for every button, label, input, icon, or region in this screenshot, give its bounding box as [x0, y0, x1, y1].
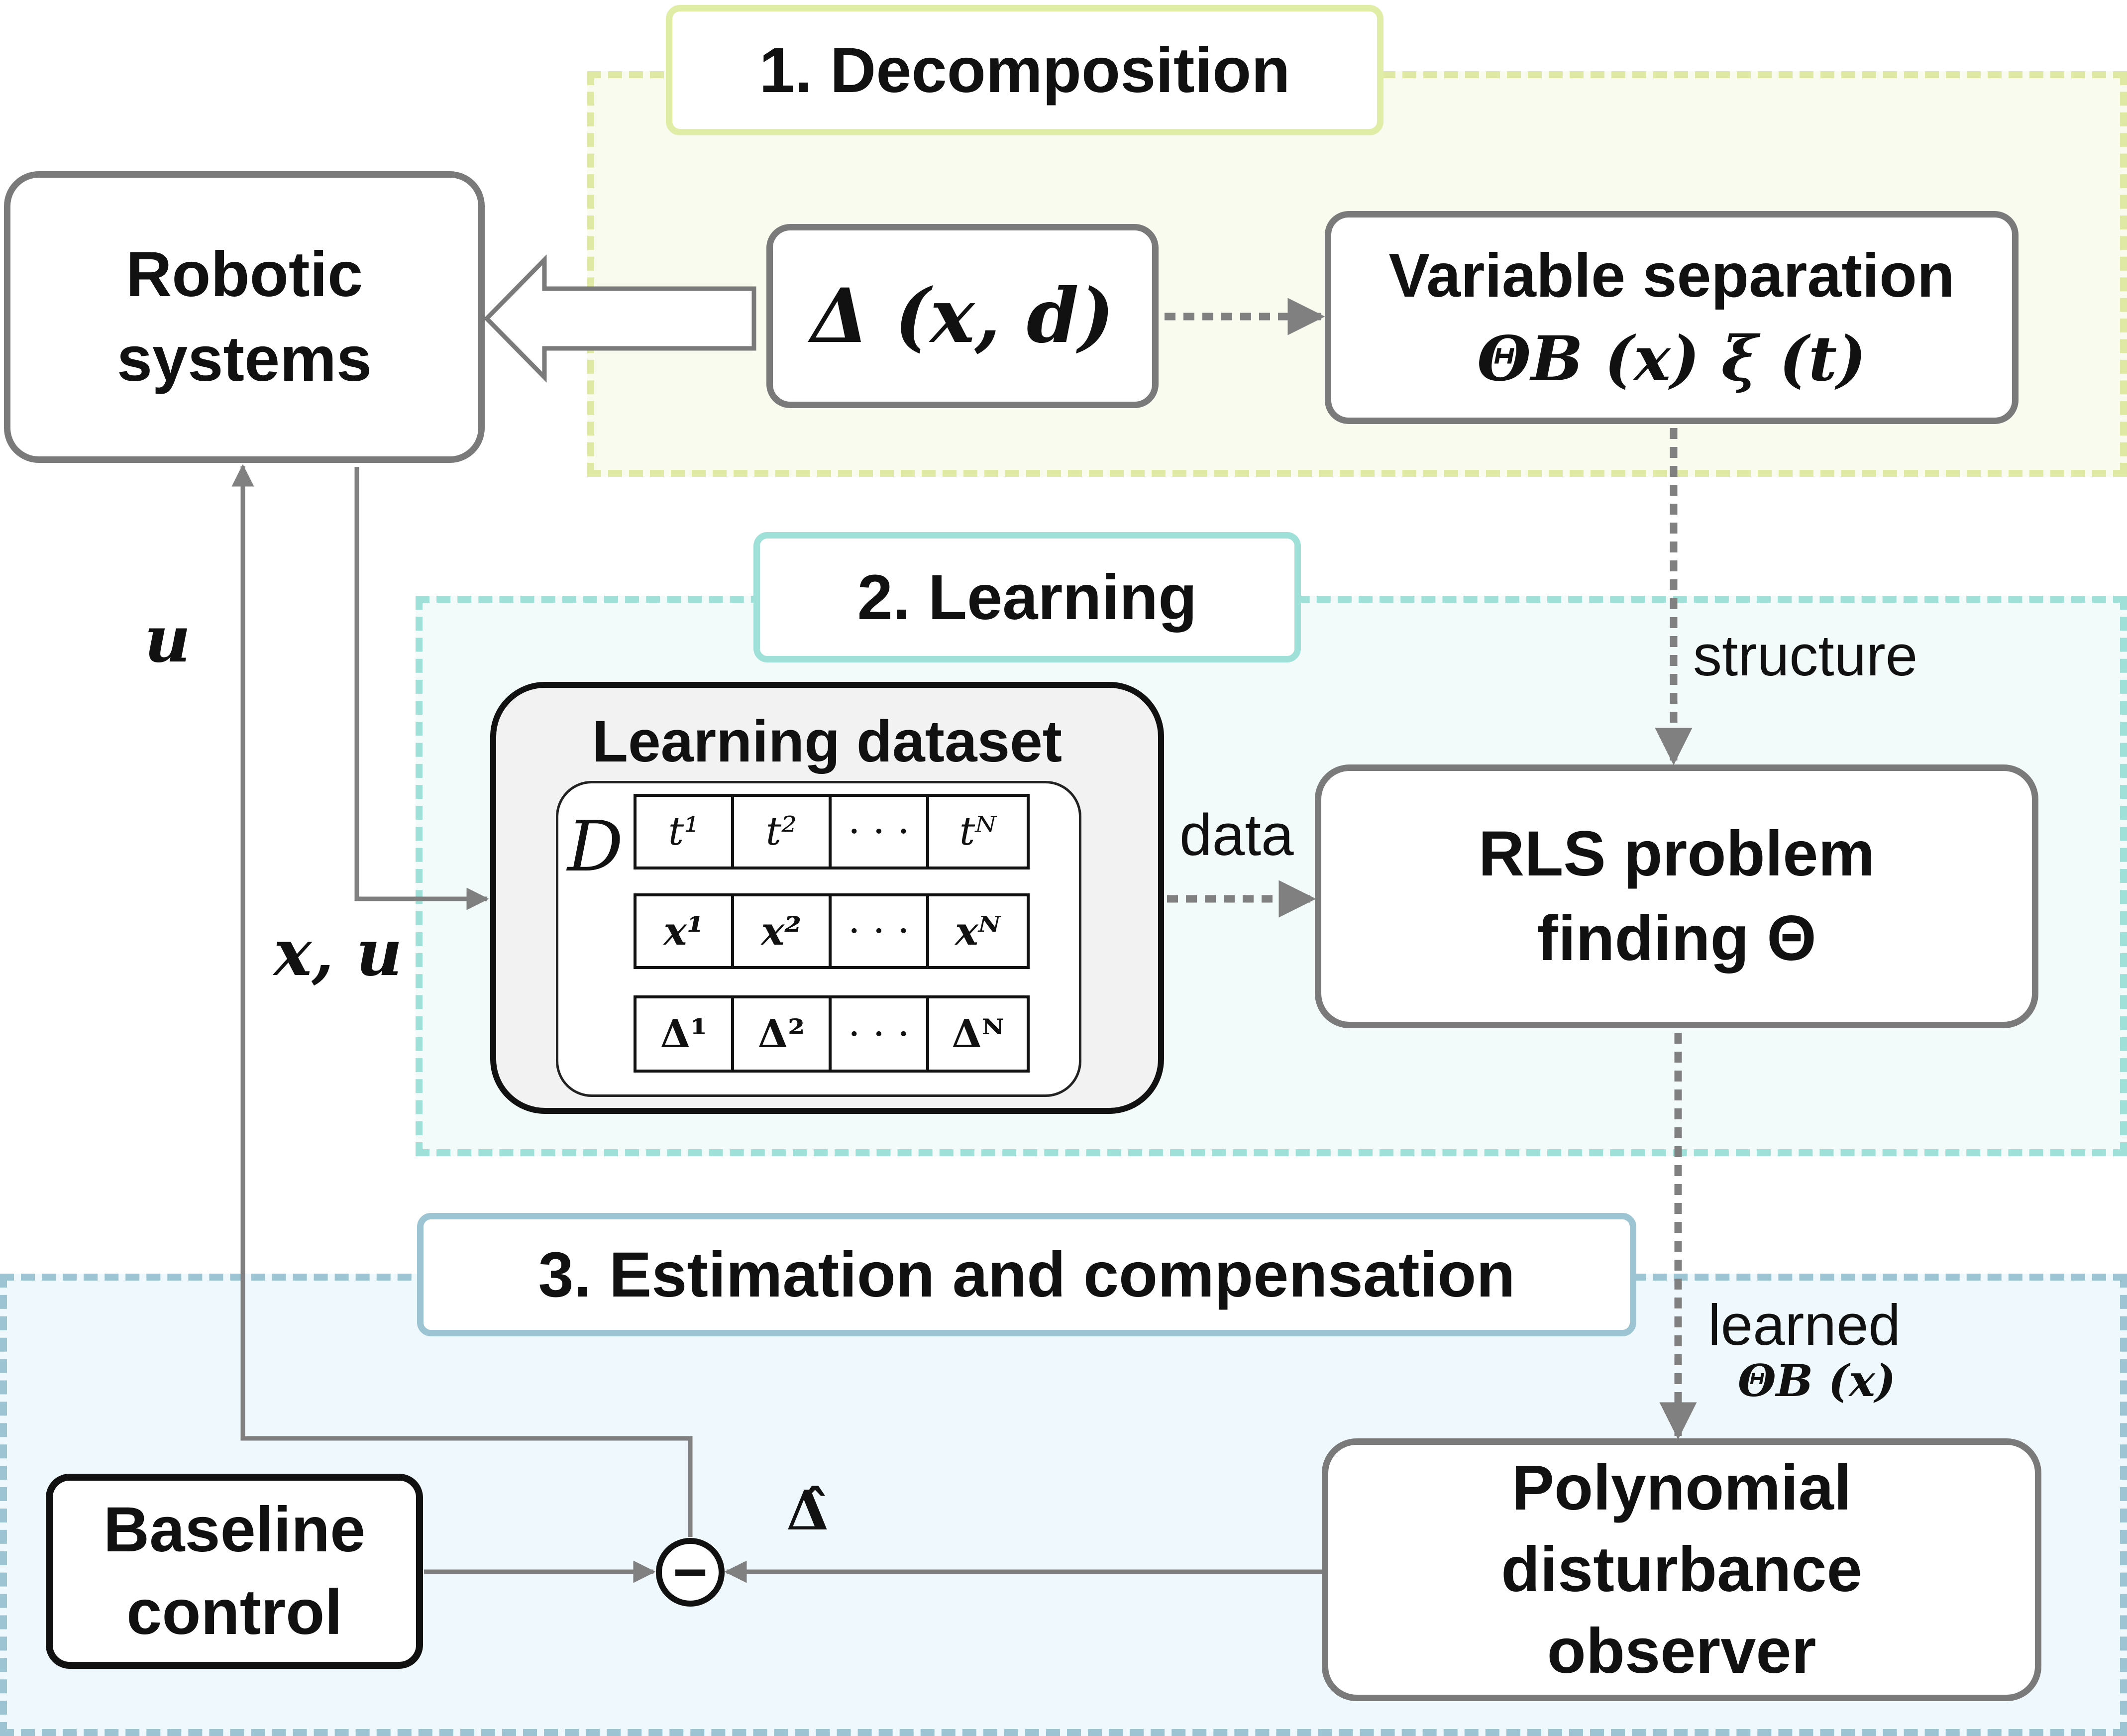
rls-line2: finding Θ	[1537, 903, 1816, 974]
dataset-cell: tᴺ	[959, 809, 997, 854]
observer-line1: Polynomial	[1511, 1452, 1852, 1524]
baseline-line1: Baseline	[103, 1494, 366, 1565]
label-structure: structure	[1693, 623, 1918, 688]
baseline-line2: control	[126, 1577, 342, 1648]
label-delta-hat: Δ̂	[786, 1478, 829, 1542]
rls-problem-box: RLS problem finding Θ	[1315, 764, 2038, 1028]
dataset-cell: t²	[734, 797, 832, 867]
variable-separation-box: Variable separation ΘB (x) ξ (t)	[1325, 211, 2019, 424]
robotic-systems-box: Robotic systems	[4, 171, 485, 463]
observer-line2: disturbance	[1501, 1534, 1862, 1606]
observer-line3: observer	[1547, 1615, 1816, 1687]
dataset-cell: x²	[734, 896, 832, 966]
stage-title-decomposition: 1. Decomposition	[666, 5, 1383, 135]
label-u: u	[144, 602, 191, 677]
variable-separation-title: Variable separation	[1388, 241, 1955, 310]
dataset-cell: t¹	[637, 797, 734, 867]
stage-title-learning: 2. Learning	[753, 532, 1301, 662]
disturbance-expr: Δ (x, d)	[811, 272, 1114, 360]
dataset-cell: xᴺ	[955, 908, 1001, 954]
dataset-row-state: x¹ x² · · · xᴺ	[634, 893, 1030, 969]
stage-title-estimation: 3. Estimation and compensation	[417, 1213, 1636, 1336]
label-x-u: x, u	[274, 916, 403, 990]
dataset-cell: · · ·	[832, 998, 929, 1070]
learning-dataset-title: Learning dataset	[592, 709, 1063, 774]
variable-separation-expr: ΘB (x) ξ (t)	[1477, 323, 1866, 395]
dataset-cell: · · ·	[832, 896, 929, 966]
label-learned: learned	[1708, 1293, 1901, 1357]
hollow-arrow	[483, 254, 756, 383]
robotic-systems-line2: systems	[116, 324, 372, 395]
rls-line1: RLS problem	[1478, 818, 1875, 889]
dataset-cell: Δ²	[734, 998, 832, 1070]
minus-node: −	[656, 1538, 725, 1607]
dataset-row-time: t¹ t² · · · tᴺ	[634, 794, 1030, 869]
robotic-systems-line1: Robotic	[125, 238, 363, 310]
dataset-row-disturbance: Δ¹ Δ² · · · Δᴺ	[634, 995, 1030, 1073]
arrow-xu	[354, 467, 489, 910]
dataset-cell: Δ¹	[637, 998, 734, 1070]
arrow-u	[231, 464, 693, 1537]
label-data: data	[1179, 802, 1294, 868]
disturbance-box: Δ (x, d)	[766, 224, 1159, 408]
dataset-cell: Δᴺ	[952, 1011, 1004, 1057]
dataset-cell: · · ·	[832, 797, 929, 867]
label-learned-expr: ΘB (x)	[1738, 1355, 1896, 1407]
dataset-symbol: D	[567, 806, 624, 887]
baseline-control-box: Baseline control	[46, 1474, 423, 1669]
disturbance-observer-box: Polynomial disturbance observer	[1322, 1438, 2041, 1701]
dataset-cell: x¹	[637, 896, 734, 966]
